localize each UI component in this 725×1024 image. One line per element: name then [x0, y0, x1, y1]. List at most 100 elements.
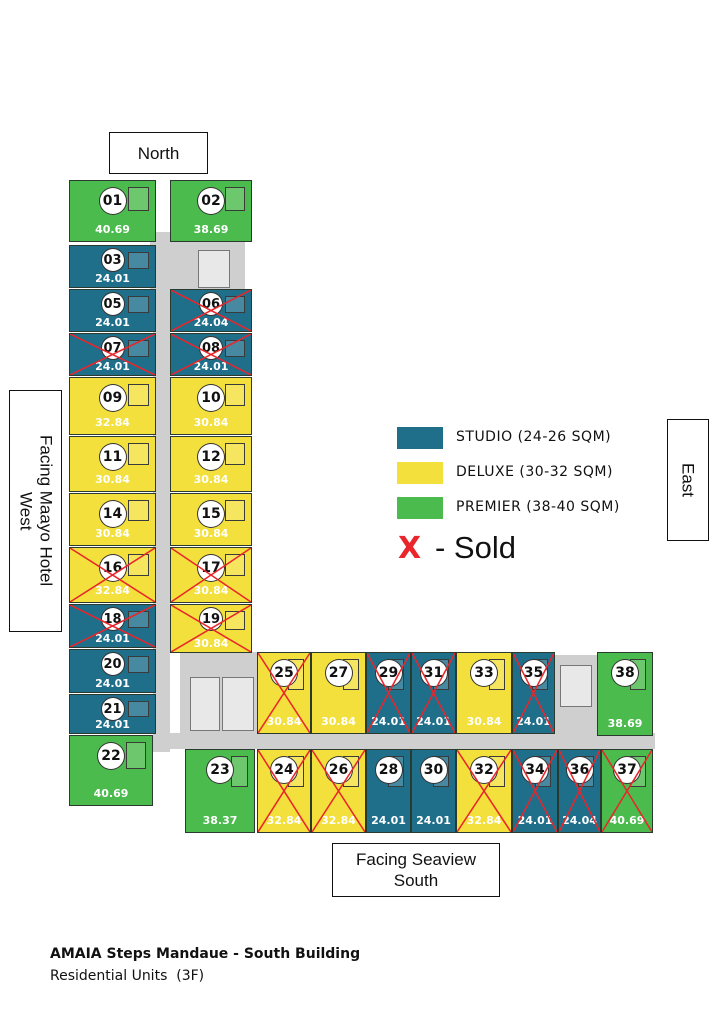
- unit-number: 21: [101, 698, 124, 720]
- unit-area: 40.69: [93, 787, 129, 800]
- bathroom-fixture: [128, 500, 149, 521]
- unit-number: 32: [471, 757, 497, 783]
- bathroom-fixture: [128, 296, 149, 313]
- sold-x-icon: X: [398, 531, 422, 566]
- unit-area: 30.84: [466, 715, 502, 728]
- unit-number: 17: [198, 555, 224, 581]
- unit-number: 02: [198, 188, 224, 214]
- legend-swatch-premier: [397, 497, 443, 519]
- west-label: Facing Maayo Hotel West: [9, 390, 62, 632]
- unit-area: 30.84: [95, 473, 130, 486]
- bathroom-fixture: [225, 296, 245, 313]
- unit-11[interactable]: 11 30.84: [69, 436, 156, 492]
- unit-number: 34: [522, 757, 548, 783]
- service-shaft: [222, 677, 254, 731]
- unit-number: 16: [99, 555, 126, 581]
- unit-area: 30.84: [193, 584, 229, 597]
- unit-number: 11: [99, 444, 126, 470]
- bathroom-fixture: [128, 554, 149, 576]
- unit-33[interactable]: 33 30.84: [456, 652, 512, 734]
- bathroom-fixture: [225, 187, 245, 211]
- unit-area: 38.69: [193, 223, 229, 236]
- unit-area: 24.01: [95, 677, 130, 690]
- unit-number: 06: [200, 293, 222, 315]
- page-subtitle: Residential Units (3F): [50, 968, 205, 984]
- unit-number: 19: [200, 608, 222, 630]
- unit-area: 30.84: [95, 527, 130, 540]
- unit-number: 33: [471, 660, 497, 686]
- unit-number: 28: [375, 757, 402, 783]
- unit-area: 30.84: [193, 527, 229, 540]
- unit-area: 40.69: [95, 223, 130, 236]
- south-label-text: Facing Seaview South: [355, 850, 476, 890]
- unit-area: 24.01: [516, 715, 551, 728]
- unit-number: 37: [614, 757, 640, 783]
- bathroom-fixture: [128, 611, 149, 628]
- unit-area: 24.01: [95, 316, 130, 329]
- unit-number: 09: [99, 385, 126, 411]
- east-label: East: [667, 419, 709, 541]
- unit-area: 24.04: [562, 814, 597, 827]
- unit-number: 01: [99, 188, 126, 214]
- legend-label-premier: PREMIER (38-40 SQM): [456, 499, 620, 515]
- unit-area: 30.84: [266, 715, 302, 728]
- unit-area: 30.84: [193, 473, 229, 486]
- sold-label: - Sold: [435, 530, 516, 565]
- page-title: AMAIA Steps Mandaue - South Building: [50, 946, 361, 962]
- unit-area: 24.01: [95, 718, 130, 731]
- unit-12[interactable]: 12 30.84: [170, 436, 252, 492]
- unit-area: 32.84: [466, 814, 502, 827]
- unit-area: 32.84: [321, 814, 356, 827]
- bathroom-fixture: [225, 443, 245, 465]
- unit-number: 07: [101, 337, 124, 359]
- unit-32[interactable]: 32 32.84: [456, 749, 512, 833]
- north-label: North: [109, 132, 208, 174]
- bathroom-fixture: [126, 742, 146, 769]
- unit-34[interactable]: 34 24.01: [512, 749, 558, 833]
- unit-number: 10: [198, 385, 224, 411]
- legend-swatch-deluxe: [397, 462, 443, 484]
- legend-label-studio: STUDIO (24-26 SQM): [456, 429, 612, 445]
- unit-02[interactable]: 02 38.69: [170, 180, 252, 242]
- east-label-text: East: [678, 462, 698, 498]
- unit-number: 03: [101, 249, 124, 271]
- unit-area: 24.01: [517, 814, 553, 827]
- unit-area: 40.69: [609, 814, 645, 827]
- unit-area: 32.84: [266, 814, 302, 827]
- west-label-text: Facing Maayo Hotel West: [16, 435, 56, 587]
- unit-number: 12: [198, 444, 224, 470]
- unit-17[interactable]: 17 30.84: [170, 547, 252, 603]
- unit-01[interactable]: 01 40.69: [69, 180, 156, 242]
- bathroom-fixture: [225, 340, 245, 357]
- unit-area: 24.01: [95, 360, 130, 373]
- unit-37[interactable]: 37 40.69: [601, 749, 653, 833]
- unit-area: 30.84: [321, 715, 356, 728]
